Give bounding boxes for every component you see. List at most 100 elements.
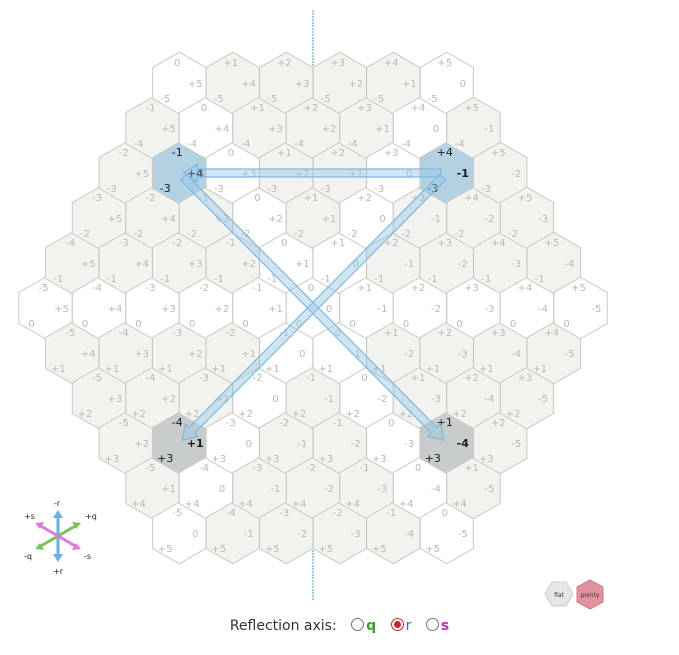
hex-r-label: +5 bbox=[265, 544, 280, 555]
hex-q-label: +3 bbox=[357, 103, 372, 114]
hex-s-label: -1 bbox=[431, 214, 441, 225]
hex-cell[interactable]: 0+3-3 bbox=[366, 411, 421, 475]
hex-r-label: -3 bbox=[481, 184, 491, 195]
hex-cell[interactable]: 0-4+4 bbox=[178, 96, 234, 160]
hex-cell[interactable]: -1+2-1 bbox=[285, 366, 341, 430]
hex-s-label: +5 bbox=[134, 169, 149, 180]
hex-s-label: +5 bbox=[108, 214, 123, 225]
hex-q-label: +1 bbox=[304, 193, 319, 204]
hex-s-label: 0 bbox=[379, 214, 385, 225]
hex-cell[interactable]: +3+1-4 bbox=[473, 321, 528, 385]
hex-cell[interactable]: +1+2-3 bbox=[392, 366, 448, 430]
hex-s-label: -1 bbox=[457, 167, 469, 180]
hex-q-label: +1 bbox=[223, 58, 238, 69]
hex-cell[interactable]: +1-5+4 bbox=[205, 51, 260, 115]
hex-s-label: +3 bbox=[108, 394, 123, 405]
hex-r-label: -4 bbox=[455, 139, 465, 150]
hex-s-label: 0 bbox=[246, 439, 252, 450]
hex-grid[interactable]: -50+5-5+1+4-5+2+3-5+3+2-5+4+1-5+50-4-1+5… bbox=[0, 0, 679, 600]
pointy-layout-button[interactable]: pointy bbox=[576, 579, 604, 610]
hex-cell[interactable]: 000 bbox=[285, 276, 341, 340]
hex-q-label: -4 bbox=[199, 463, 209, 474]
hex-r-label: +1 bbox=[265, 364, 280, 375]
axis-option-s[interactable]: s bbox=[420, 618, 449, 634]
hex-s-label: +1 bbox=[322, 214, 337, 225]
hex-cell[interactable]: +3+2-5 bbox=[499, 366, 555, 430]
hex-q-label: -3 bbox=[92, 193, 102, 204]
hex-q-label: -4 bbox=[226, 508, 236, 519]
radio-r[interactable] bbox=[390, 618, 404, 631]
hex-r-label: +2 bbox=[131, 409, 146, 420]
hex-r-label: -2 bbox=[348, 229, 358, 240]
hex-q-label: +3 bbox=[330, 58, 345, 69]
hex-q-label: +1 bbox=[277, 148, 292, 159]
hex-q-label: +3 bbox=[384, 148, 399, 159]
hex-q-label: -1 bbox=[333, 418, 343, 429]
hex-q-label: -4 bbox=[92, 283, 102, 294]
hex-r-label: 0 bbox=[242, 319, 248, 330]
axis-option-r[interactable]: r bbox=[385, 618, 411, 634]
hex-q-label: -5 bbox=[172, 508, 182, 519]
hex-r-label: 0 bbox=[296, 319, 302, 330]
hex-s-label: +2 bbox=[215, 304, 230, 315]
hex-s-label: +1 bbox=[375, 124, 390, 135]
hex-cell[interactable]: -3+5-2 bbox=[259, 501, 314, 565]
hex-r-label: +3 bbox=[265, 454, 280, 465]
hex-s-label: +5 bbox=[188, 79, 203, 90]
legend-r-pos: +r bbox=[53, 567, 64, 576]
hex-q-label: +5 bbox=[571, 283, 586, 294]
hex-cell[interactable]: -3-2+5 bbox=[71, 186, 127, 250]
hex-s-label: 0 bbox=[353, 259, 359, 270]
hex-q-label: +4 bbox=[544, 328, 559, 339]
hex-s-label: -3 bbox=[378, 484, 388, 495]
hex-q-label: +4 bbox=[518, 283, 533, 294]
hex-cell[interactable]: +5-50 bbox=[419, 51, 474, 115]
hex-cell[interactable]: +2-3+1 bbox=[312, 141, 367, 205]
hex-cell[interactable]: -50+5 bbox=[18, 276, 73, 340]
radio-q[interactable] bbox=[351, 618, 365, 631]
hex-r-label: -1 bbox=[267, 274, 277, 285]
hex-cell[interactable]: +5-4-1 bbox=[446, 96, 501, 160]
reflection-axis-controls: Reflection axis: q r s bbox=[0, 618, 679, 634]
hex-r-label: +4 bbox=[345, 499, 360, 510]
hex-q-label: +5 bbox=[518, 193, 533, 204]
hex-r-label: +4 bbox=[292, 499, 307, 510]
hex-q-label: +1 bbox=[384, 328, 399, 339]
hex-s-label: -1 bbox=[297, 439, 307, 450]
hex-r-label: +4 bbox=[452, 499, 467, 510]
hex-s-label: -2 bbox=[485, 214, 495, 225]
hex-cell[interactable]: -3+2+1 bbox=[178, 366, 234, 430]
hex-s-label: -4 bbox=[431, 484, 441, 495]
hex-s-label: +1 bbox=[268, 304, 283, 315]
hex-r-label: +4 bbox=[238, 499, 253, 510]
hex-cell[interactable]: -4+1+3 bbox=[98, 321, 153, 385]
hex-q-label: -5 bbox=[146, 463, 156, 474]
hex-s-label: +1 bbox=[161, 484, 176, 495]
hex-r-label: -4 bbox=[134, 139, 144, 150]
hex-r-label: -1 bbox=[374, 274, 384, 285]
hex-r-label: +2 bbox=[399, 409, 414, 420]
hex-r-label: 0 bbox=[28, 319, 34, 330]
flat-layout-button[interactable]: flat bbox=[544, 581, 574, 607]
hex-q-label: +2 bbox=[330, 148, 345, 159]
hex-cell[interactable]: -2-2+4 bbox=[125, 186, 180, 250]
hex-s-label: 0 bbox=[433, 124, 439, 135]
hex-r-label: -1 bbox=[160, 274, 170, 285]
hex-cell[interactable]: +3-1-2 bbox=[419, 231, 474, 295]
hex-cell[interactable]: +50-5 bbox=[553, 276, 608, 340]
hex-s-label: -2 bbox=[351, 439, 361, 450]
hex-r-label: -3 bbox=[321, 184, 331, 195]
hex-cell[interactable]: 0-5+5 bbox=[152, 51, 207, 115]
hex-r-label: +2 bbox=[452, 409, 467, 420]
hex-r-label: -1 bbox=[428, 274, 438, 285]
hex-r-label: +2 bbox=[506, 409, 521, 420]
radio-s[interactable] bbox=[425, 618, 439, 631]
hex-s-label: +5 bbox=[81, 259, 96, 270]
hex-q-label: -2 bbox=[199, 283, 209, 294]
hex-q-label: -5 bbox=[39, 283, 49, 294]
hex-cell[interactable]: +20-2 bbox=[392, 276, 448, 340]
hex-q-label: -1 bbox=[279, 328, 289, 339]
axis-option-q[interactable]: q bbox=[345, 618, 376, 634]
hex-r-label: +1 bbox=[532, 364, 547, 375]
reflection-arrow bbox=[181, 173, 447, 441]
